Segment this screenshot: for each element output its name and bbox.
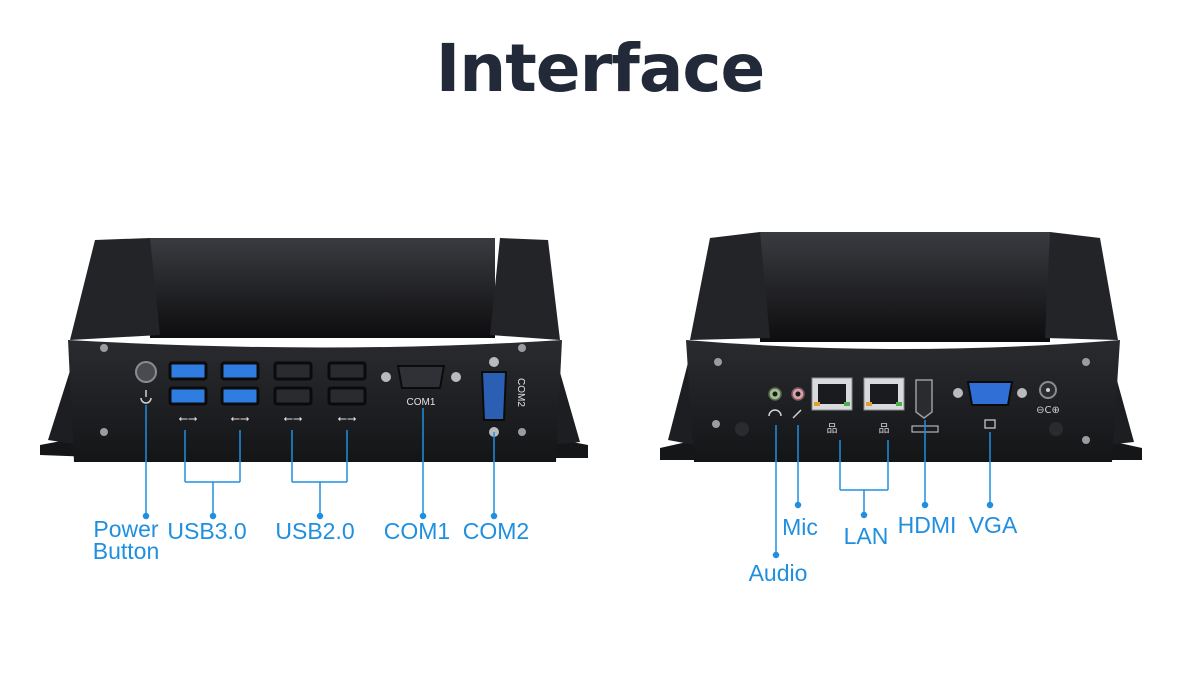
rear-unit: 品 品 ⊖C⊕ bbox=[660, 232, 1142, 559]
lan-ports: 品 品 bbox=[811, 377, 905, 435]
usb30-ports: ⭠⭢ ⭠⭢ bbox=[168, 361, 260, 425]
usb-icon: ⭠⭢ bbox=[178, 411, 198, 425]
power-button-port bbox=[135, 361, 157, 404]
mic-label: Mic bbox=[782, 514, 818, 540]
com1-port: COM1 bbox=[381, 365, 461, 408]
network-icon: 品 bbox=[827, 422, 838, 435]
front-callout-lines bbox=[142, 405, 498, 520]
lan-label: LAN bbox=[843, 523, 889, 549]
hdmi-label: HDMI bbox=[897, 512, 957, 538]
network-icon: 品 bbox=[879, 422, 890, 435]
power-button-label-line2: Button bbox=[92, 538, 160, 564]
usb-icon: ⭠⭢ bbox=[230, 411, 250, 425]
com1-label: COM1 bbox=[383, 518, 451, 544]
com1-port-label: COM1 bbox=[407, 397, 436, 408]
usb20-ports: ⭠⭢ ⭠⭢ bbox=[273, 361, 367, 425]
front-unit: ⭠⭢ ⭠⭢ ⭠⭢ ⭠⭢ COM1 COM2 bbox=[40, 238, 588, 520]
vga-label: VGA bbox=[968, 512, 1018, 538]
com2-label: COM2 bbox=[462, 518, 530, 544]
com2-port-label: COM2 bbox=[515, 378, 526, 407]
vga-port bbox=[953, 381, 1027, 429]
power-button-label-line1: Power bbox=[93, 516, 159, 542]
rear-heatsink-fins bbox=[760, 232, 1050, 342]
front-heatsink-fins bbox=[150, 238, 495, 338]
audio-jack bbox=[768, 387, 782, 417]
page-title: Interface bbox=[435, 30, 766, 107]
power-button-label: Power Button bbox=[92, 516, 160, 564]
usb30-label: USB3.0 bbox=[167, 518, 247, 544]
usb-icon: ⭠⭢ bbox=[337, 411, 357, 425]
dc-power-jack: ⊖C⊕ bbox=[1036, 381, 1060, 416]
mic-jack bbox=[791, 387, 805, 419]
rear-callout-lines bbox=[772, 420, 994, 559]
audio-label: Audio bbox=[748, 560, 808, 586]
usb20-label: USB2.0 bbox=[275, 518, 355, 544]
dc-polarity-icon: ⊖C⊕ bbox=[1036, 405, 1060, 416]
usb-icon: ⭠⭢ bbox=[283, 411, 303, 425]
